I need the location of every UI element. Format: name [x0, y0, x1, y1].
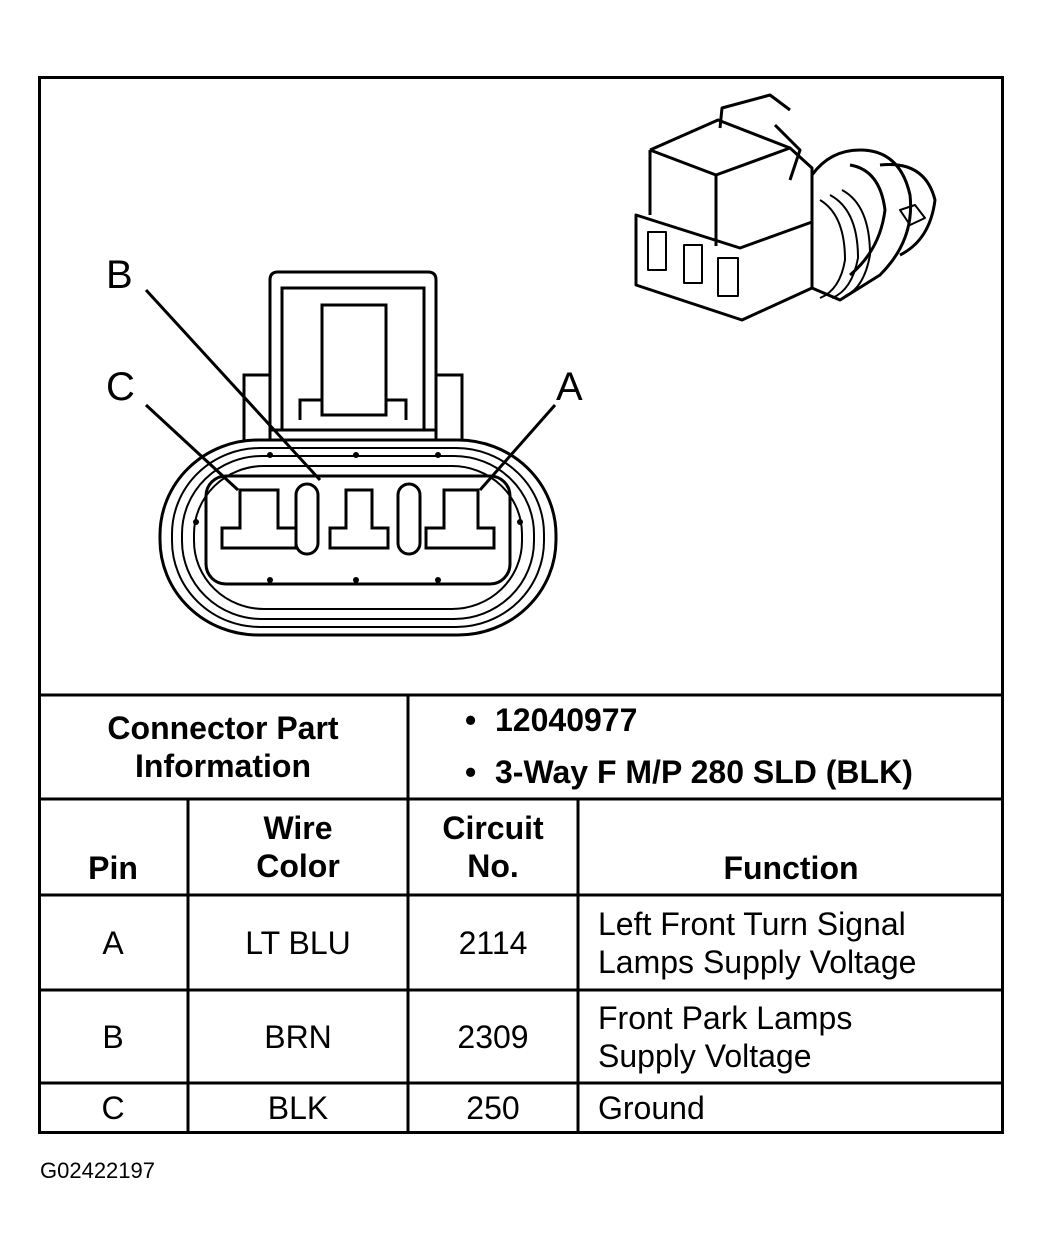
- connector-face-drawing: [144, 270, 558, 637]
- header-wire-line2: Color: [256, 848, 340, 884]
- row-b-pin: B: [102, 1018, 124, 1055]
- row-c-circuit: 250: [466, 1090, 520, 1126]
- row-a-circuit: 2114: [458, 924, 528, 961]
- row-b-function-line2: Supply Voltage: [598, 1037, 812, 1074]
- pin-label-a: A: [556, 365, 583, 409]
- part-info-label-line2: Information: [135, 748, 311, 784]
- header-function: Function: [580, 801, 1002, 893]
- connector-isometric-drawing: [634, 93, 937, 322]
- row-a-function-line1: Left Front Turn Signal: [598, 905, 906, 942]
- header-circuit-no: Circuit No.: [410, 801, 576, 893]
- header-pin: Pin: [40, 801, 186, 893]
- header-circuit-line2: No.: [467, 848, 519, 884]
- part-info-label-line1: Connector Part: [107, 710, 339, 746]
- header-wire-line1: Wire: [263, 810, 333, 846]
- part-description: 3-Way F M/P 280 SLD (BLK): [495, 754, 913, 790]
- row-c-wire: BLK: [267, 1090, 329, 1126]
- part-number: 12040977: [495, 702, 638, 738]
- header-circuit-line1: Circuit: [442, 810, 544, 846]
- figure-id: G02422197: [40, 1158, 155, 1183]
- connector-face-dots: [193, 452, 523, 583]
- part-info-bullet-2: • 3-Way F M/P 280 SLD (BLK): [465, 754, 913, 791]
- part-info-label: Connector Part Information: [40, 697, 406, 797]
- pin-label-c: C: [106, 365, 135, 409]
- row-a-function-line2: Lamps Supply Voltage: [598, 943, 917, 980]
- diagram-frame: [38, 76, 1004, 1134]
- row-b-circuit: 2309: [457, 1018, 529, 1055]
- row-b-function: Front Park Lamps Supply Voltage: [580, 992, 1002, 1081]
- row-c-function-line1: Ground: [598, 1090, 705, 1126]
- pin-label-b: B: [106, 253, 133, 297]
- row-c-function: Ground: [580, 1085, 1002, 1131]
- header-pin-text: Pin: [88, 850, 138, 886]
- row-a-wire: LT BLU: [245, 924, 351, 961]
- row-b-function-line1: Front Park Lamps: [598, 999, 853, 1036]
- bullet-icon: •: [465, 702, 477, 738]
- header-wire-color: Wire Color: [190, 801, 406, 893]
- bullet-icon: •: [465, 754, 477, 790]
- row-a-pin: A: [102, 924, 124, 961]
- row-b-wire: BRN: [264, 1018, 332, 1055]
- row-c-pin: C: [101, 1090, 125, 1126]
- part-info-bullet-1: • 12040977: [465, 702, 637, 739]
- header-function-text: Function: [723, 850, 859, 886]
- row-a-function: Left Front Turn Signal Lamps Supply Volt…: [580, 897, 1002, 988]
